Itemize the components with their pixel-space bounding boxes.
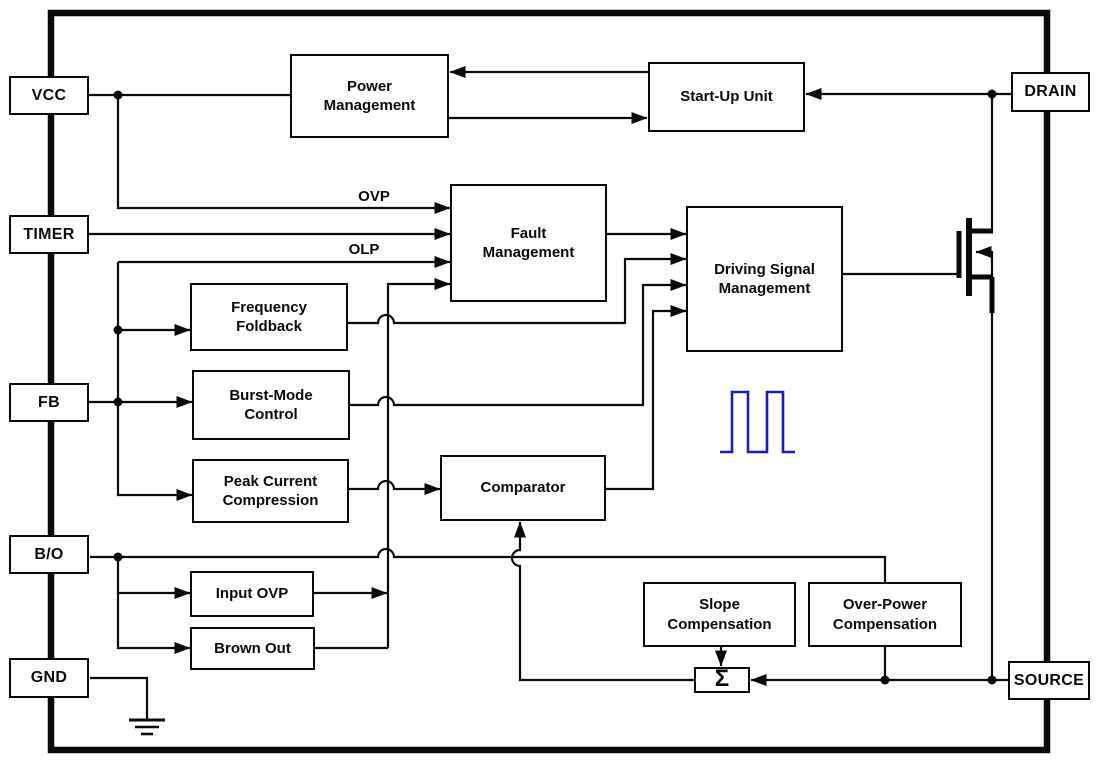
block-brown-out: Brown Out [190,627,315,670]
pin-drain: DRAIN [1011,72,1090,112]
junction-dot [987,89,997,99]
wire-peak-current-to-comparator [349,479,441,495]
block-over-power-compensation: Over-Power Compensation [808,582,962,647]
junction-dot [987,675,997,685]
block-driving-signal-management: Driving Signal Management [686,206,843,352]
block-label: Brown Out [214,639,291,657]
pin-gnd: GND [9,658,89,698]
block-label: Peak Current Compression [222,472,319,509]
block-slope-compensation: Slope Compensation [643,582,796,647]
junction-dot [113,397,123,407]
wire-gnd-to-ground [90,676,149,719]
block-label: Fault Management [482,224,575,261]
block-label: Start-Up Unit [680,88,773,106]
block-frequency-foldback: Frequency Foldback [190,283,348,351]
junction-dot [113,90,123,100]
block-label: Driving Signal Management [714,260,815,297]
wire-comparator-to-dsm [606,305,687,491]
block-label: Input OVP [215,585,289,603]
ground-icon [129,718,165,736]
block-label: Power Management [323,77,416,114]
wire-ovp-to-fault-management [116,95,451,214]
block-burst-mode-control: Burst-Mode Control [192,370,350,440]
pin-label: TIMER [23,225,75,243]
pin-bo: B/O [9,535,89,574]
mosfet-icon [843,94,995,680]
chip-outline [47,9,1051,754]
block-comparator: Comparator [440,455,606,521]
block-input-ovp: Input OVP [190,571,314,617]
block-label: Burst-Mode Control [229,386,313,423]
pin-label: GND [30,669,68,686]
pin-label: B/O [34,545,64,563]
junction-dots [113,89,997,685]
mosfet-body-arrow [975,246,994,277]
wire-bo-to-brown-out [116,557,191,654]
pwm-waveform-icon [720,390,795,454]
block-label: Slope Compensation [667,596,772,633]
pin-source: SOURCE [1008,661,1090,700]
sigma-symbol: Σ [714,664,730,692]
block-label: Frequency Foldback [231,298,307,335]
block-label: Over-Power Compensation [832,596,938,633]
pin-label: FB [38,393,60,411]
wires [89,66,1011,719]
junction-dot [880,675,890,685]
junction-dot [113,552,123,562]
pin-label: VCC [31,86,67,104]
wire-summer-to-comparator [510,521,694,682]
pin-label: DRAIN [1024,83,1077,100]
signal-label-ovp: OVP [358,188,390,205]
block-peak-current-compression: Peak Current Compression [192,459,349,523]
block-summer: Σ [694,664,750,693]
block-fault-management: Fault Management [450,184,607,302]
pin-timer: TIMER [9,215,89,254]
wire-burst-mode-to-dsm [350,279,687,407]
wire-fb-to-peak-current-compression [116,262,193,501]
pin-label: SOURCE [1013,671,1085,689]
signal-label-olp: OLP [348,241,380,258]
pin-vcc: VCC [9,76,89,115]
wire-protection-to-fault-management [386,278,451,648]
block-label: Comparator [480,479,566,497]
junction-dot [113,325,123,335]
block-power-management: Power Management [290,54,449,138]
block-startup-unit: Start-Up Unit [648,62,805,132]
pin-fb: FB [9,383,89,422]
